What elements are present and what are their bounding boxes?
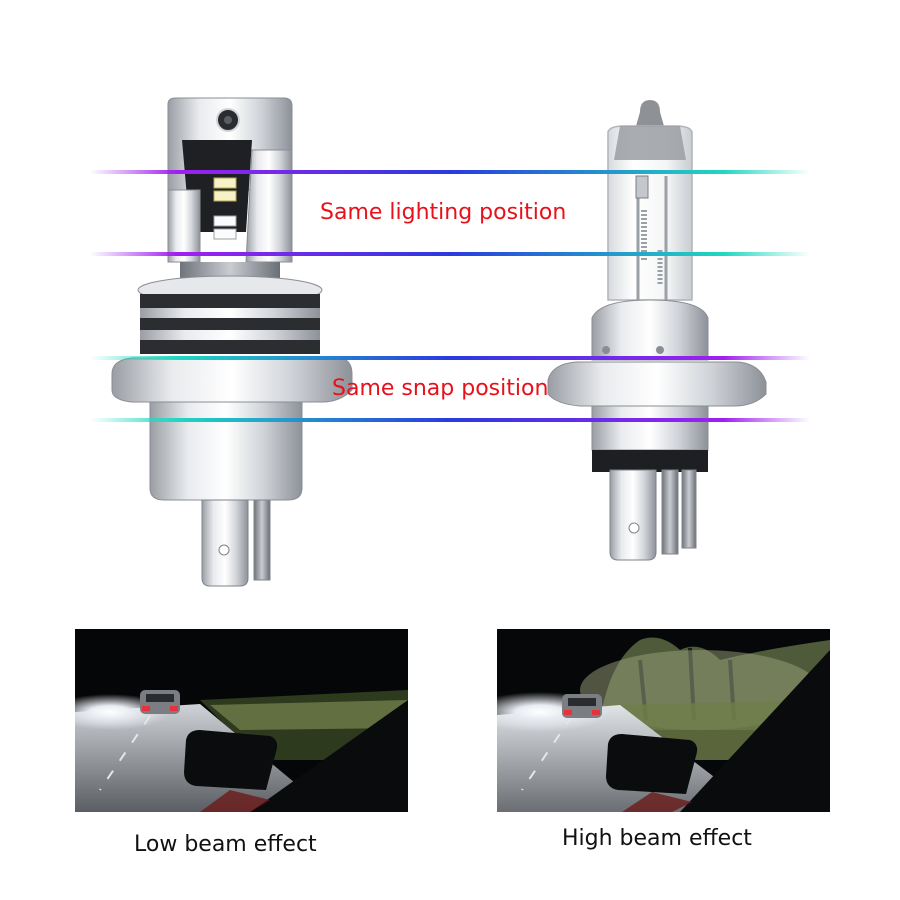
guide-line-snap-top xyxy=(90,356,810,360)
high-beam-photo xyxy=(497,629,830,812)
halogen-bulb-image xyxy=(547,100,767,561)
lighting-position-label: Same lighting position xyxy=(320,200,567,225)
position-guide-lines xyxy=(90,170,810,422)
guide-line-snap-bottom xyxy=(90,418,810,422)
guide-line-lighting-top xyxy=(90,170,810,174)
high-beam-caption: High beam effect xyxy=(562,826,752,851)
snap-position-label: Same snap position xyxy=(332,376,549,401)
led-bulb-image xyxy=(111,97,353,587)
low-beam-caption: Low beam effect xyxy=(134,832,317,857)
guide-line-lighting-bottom xyxy=(90,252,810,256)
low-beam-photo xyxy=(75,629,408,812)
